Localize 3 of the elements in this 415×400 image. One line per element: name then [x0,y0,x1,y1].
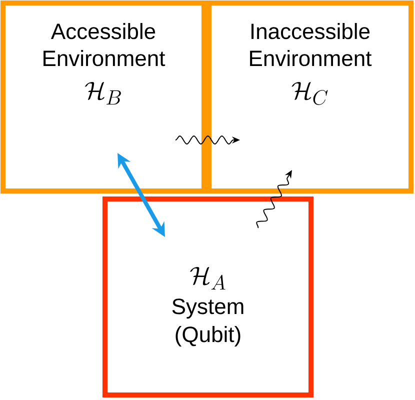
box: Inaccessible Environment $\mathcal{H}_C$ [206,0,414,194]
box: Accessible Environment $\mathcal{H}_B$ [0,0,206,194]
box: $\mathcal{H}_A$ System (Qubit) [102,196,314,398]
